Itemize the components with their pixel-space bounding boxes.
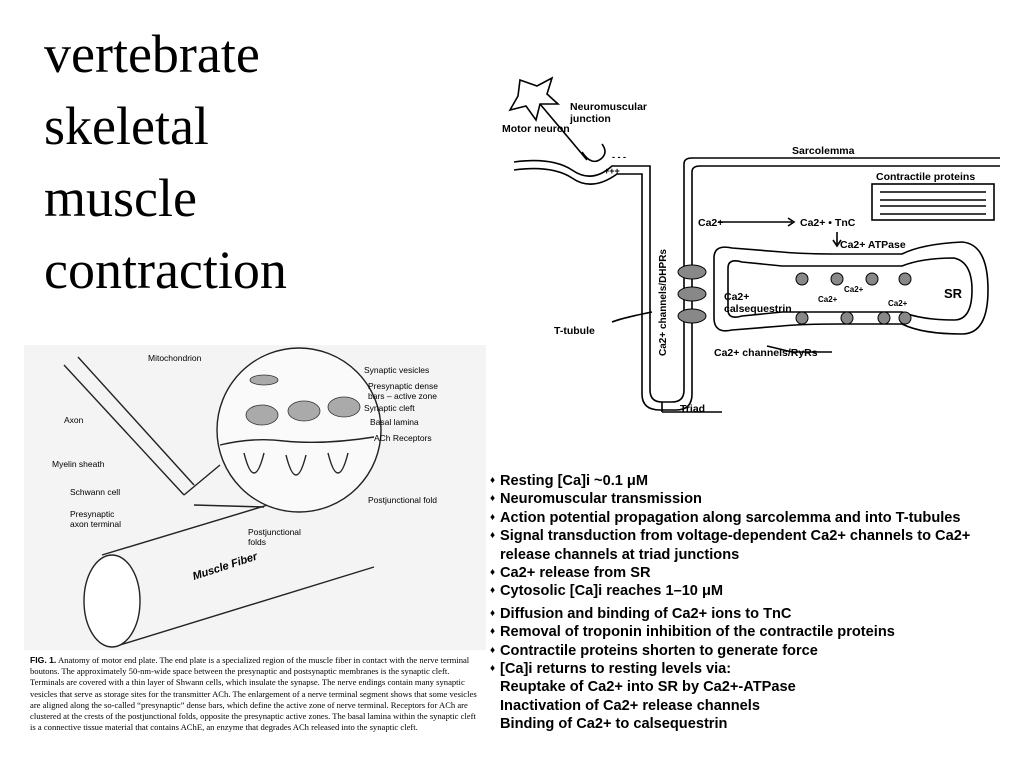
list-item: ♦Cytosolic [Ca]i reaches 1–10 μM (490, 583, 724, 600)
list-item: ♦Action potential propagation along sarc… (490, 509, 961, 526)
axon-line (539, 103, 588, 161)
steps-list: ♦Resting [Ca]i ~0.1 μM ♦Neuromuscular tr… (490, 472, 1020, 734)
sr-outer (713, 241, 989, 335)
list-item: ♦Contractile proteins shorten to generat… (490, 642, 818, 659)
figure-caption: FIG. 1. Anatomy of motor end plate. The … (30, 655, 482, 733)
label-synaptic-vesicles: Synaptic vesicles (364, 365, 429, 375)
label-minus: - - - (612, 152, 626, 162)
caption-label: FIG. 1. (30, 655, 57, 665)
axon-shape (63, 356, 195, 496)
caption-text: Anatomy of motor end plate. The end plat… (30, 655, 477, 733)
label-postjunctional-fold: Postjunctional fold (368, 495, 437, 505)
label-ca-small: Ca2+ (818, 295, 838, 304)
ca-pump-icon (840, 311, 854, 325)
list-item: ♦Resting [Ca]i ~0.1 μM (490, 473, 649, 489)
label-triad: Triad (680, 403, 705, 415)
list-item: ♦Removal of troponin inhibition of the c… (490, 624, 895, 641)
label-sr: SR (944, 286, 963, 301)
label-sarcolemma: Sarcolemma (792, 145, 855, 157)
sub-list-item: Reuptake of Ca2+ into SR by Ca2+-ATPase (500, 679, 796, 696)
slide-title: vertebrate skeletal muscle contraction (44, 18, 364, 306)
label-ca-dhprs: Ca2+ channels/DHPRs (658, 249, 669, 356)
postjunctional-folds-shape (243, 452, 349, 476)
label-ca-atpase: Ca2+ ATPase (840, 239, 906, 251)
ca-pump-icon (898, 272, 912, 286)
label-mitochondrion: Mitochondrion (148, 353, 202, 363)
ca-pump-icon (865, 272, 879, 286)
vesicle-cluster-icon (327, 396, 361, 418)
label-synaptic-cleft: Synaptic cleft (364, 403, 415, 413)
label-t-tubule: T-tubule (554, 325, 595, 337)
contractile-proteins-box (871, 183, 995, 221)
ca-pump-icon (898, 311, 912, 325)
sr-inner (727, 257, 973, 321)
motor-end-plate-diagram: Mitochondrion Synaptic vesicles Presynap… (24, 345, 486, 650)
label-motor-neuron: Motor neuron (502, 123, 570, 135)
motor-neuron-shape (508, 76, 561, 122)
ca-pump-icon (830, 272, 844, 286)
label-axon: Axon (64, 415, 84, 425)
list-item: ♦Diffusion and binding of Ca2+ ions to T… (490, 605, 792, 622)
list-item: ♦Ca2+ release from SR (490, 565, 651, 582)
list-item: ♦Signal transduction from voltage-depend… (490, 528, 971, 563)
vesicle-cluster-icon (287, 400, 321, 422)
sub-list-item: Inactivation of Ca2+ release channels (500, 697, 760, 714)
label-contractile-proteins: Contractile proteins (876, 171, 975, 183)
title-line: muscle (44, 168, 197, 228)
label-schwann-cell: Schwann cell (70, 487, 120, 497)
label-ca-calsequestrin: Ca2+calsequestrin (724, 291, 792, 315)
ca-pump-icon (795, 311, 809, 325)
sub-list-item: Binding of Ca2+ to calsequestrin (500, 716, 728, 733)
ryr-channel-icon (677, 264, 707, 280)
title-line: skeletal (44, 96, 209, 156)
ryr-channel-icon (677, 286, 707, 302)
ca-pump-icon (795, 272, 809, 286)
nerve-terminal (581, 143, 606, 163)
label-ca-small: Ca2+ (888, 299, 908, 308)
ryr-channel-icon (677, 308, 707, 324)
list-item: ♦Neuromuscular transmission (490, 491, 702, 508)
ca-pump-icon (877, 311, 891, 325)
title-line: vertebrate (44, 24, 260, 84)
vesicle-cluster-icon (245, 404, 279, 426)
label-ca-ryrs: Ca2+ channels/RyRs (714, 347, 818, 359)
label-ach-receptors: ACh Receptors (374, 433, 432, 443)
title-line: contraction (44, 240, 287, 300)
label-myelin-sheath: Myelin sheath (52, 459, 105, 469)
mitochondrion-icon (249, 374, 279, 386)
label-ca-left: Ca2+ (698, 217, 723, 229)
sarcolemma-inner (513, 165, 1000, 411)
label-ca-small: Ca2+ (844, 285, 864, 294)
sarcolemma-membrane (513, 157, 1000, 403)
label-plus: +++ (604, 166, 620, 176)
label-basal-lamina: Basal lamina (370, 417, 419, 427)
label-ca-tnc: Ca2+ • TnC (800, 217, 856, 229)
magnified-view-circle (216, 347, 382, 513)
list-item: ♦[Ca]i returns to resting levels via: (490, 661, 732, 678)
muscle-fiber-end (83, 554, 141, 648)
